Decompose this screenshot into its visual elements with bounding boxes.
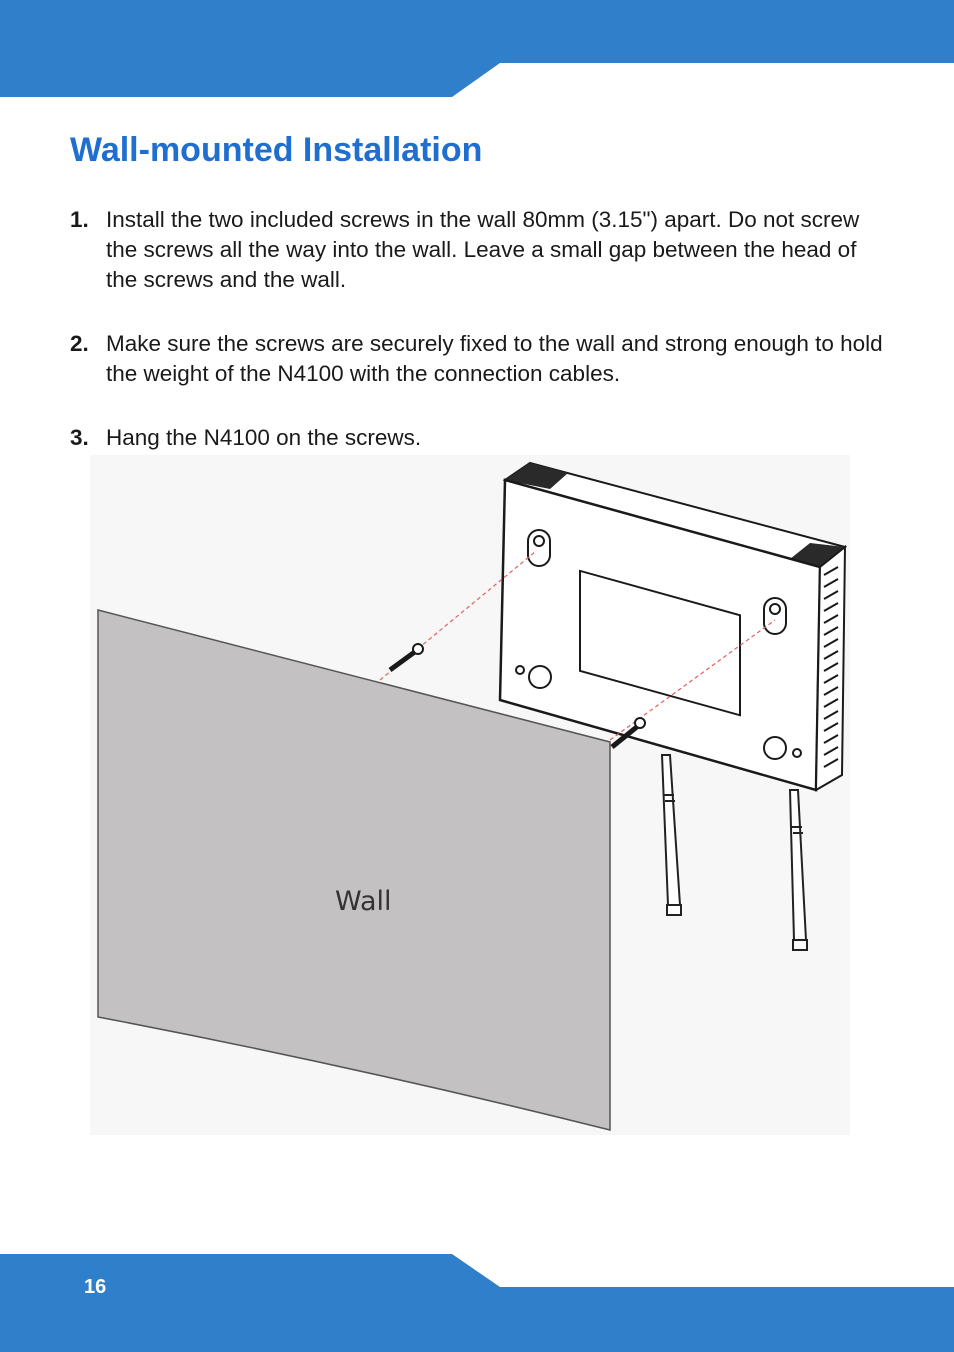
- antenna-left: [660, 754, 682, 916]
- router-device: [498, 461, 848, 792]
- step-number: 1.: [70, 207, 89, 232]
- footer-band: [0, 1254, 954, 1352]
- header-band: [0, 0, 954, 97]
- installation-steps: 1. Install the two included screws in th…: [70, 205, 890, 453]
- antenna-right: [788, 789, 808, 951]
- step-text: Make sure the screws are securely fixed …: [106, 331, 883, 386]
- step-item: 2. Make sure the screws are securely fix…: [70, 329, 890, 389]
- keyhole-left: [527, 529, 551, 567]
- step-number: 2.: [70, 331, 89, 356]
- step-item: 3. Hang the N4100 on the screws.: [70, 423, 890, 453]
- alignment-lines: [379, 551, 776, 741]
- wall-panel: [97, 609, 611, 1131]
- wall-mount-illustration: Wall: [90, 455, 850, 1135]
- page-number: 16: [84, 1276, 107, 1298]
- keyhole-right: [763, 597, 787, 635]
- step-item: 1. Install the two included screws in th…: [70, 205, 890, 295]
- step-number: 3.: [70, 425, 89, 450]
- screw-left: [388, 643, 424, 673]
- screw-right: [610, 717, 646, 749]
- step-text: Install the two included screws in the w…: [106, 207, 860, 292]
- wall-label: Wall: [335, 886, 392, 917]
- page-title: Wall-mounted Installation: [70, 131, 483, 169]
- step-text: Hang the N4100 on the screws.: [106, 425, 422, 450]
